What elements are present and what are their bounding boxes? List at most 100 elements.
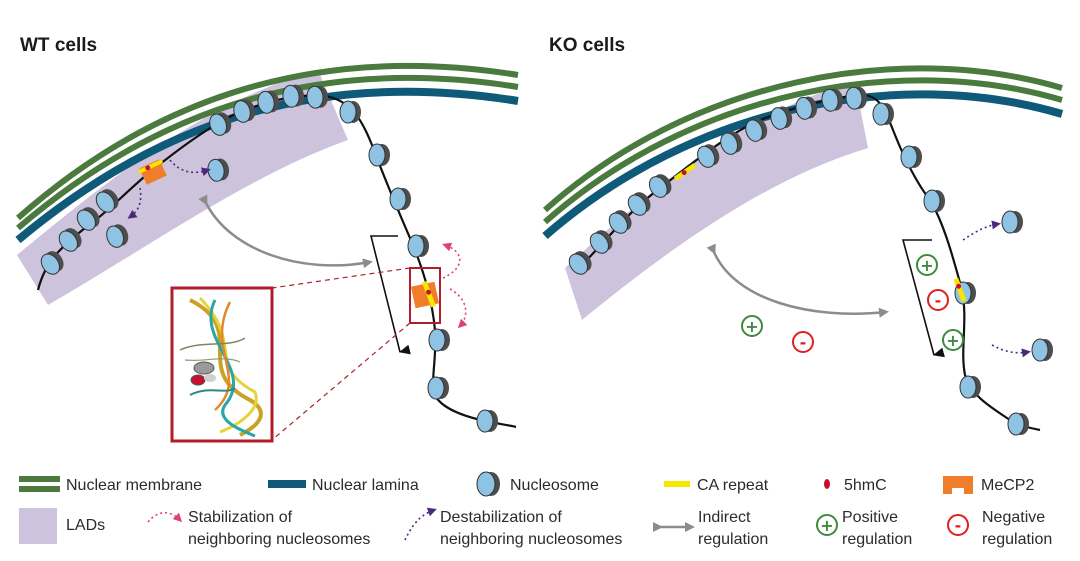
svg-text:Indirect: Indirect	[698, 509, 751, 526]
ko-destab-arrow-2	[991, 344, 1031, 358]
ko-indirect-regulation-arrow	[706, 243, 889, 318]
ko-positive-sign-3: +	[741, 315, 763, 337]
wt-destab-arrow-2	[127, 187, 142, 219]
nucleosome	[795, 96, 818, 120]
svg-text:Stabilization of: Stabilization of	[188, 509, 293, 526]
nucleosome	[697, 144, 720, 168]
svg-text:regulation: regulation	[842, 531, 912, 548]
wt-structure-inset	[170, 286, 274, 443]
nucleosome	[233, 99, 256, 123]
wt-callout-line-bottom	[271, 322, 411, 441]
nucleosome	[923, 189, 945, 213]
ko-panel-title: KO cells	[549, 35, 625, 56]
nucleosome	[770, 106, 793, 130]
wt-stab-arrow-2	[449, 288, 468, 329]
nucleosome	[76, 207, 100, 231]
nucleosome	[608, 210, 632, 234]
legend-destabilization: Destabilization of neighboring nucleosom…	[404, 507, 622, 548]
ko-ca-repeat-strand	[953, 277, 967, 303]
nucleosome	[282, 84, 305, 108]
wt-highlight-box	[409, 267, 441, 324]
nucleosome	[389, 187, 411, 211]
ko-membrane-outer	[542, 65, 1063, 213]
legend-5hmc: 5hmC	[824, 477, 887, 494]
svg-text:Negative: Negative	[982, 509, 1045, 526]
ko-positive-sign-1: +	[916, 254, 938, 276]
wt-stab-arrow-1	[442, 242, 461, 279]
ko-positive-sign-2: +	[942, 329, 964, 351]
wt-lad-band	[17, 70, 348, 305]
wt-bracket-arrow	[369, 235, 411, 355]
nucleosome	[627, 192, 651, 216]
svg-text:Destabilization of: Destabilization of	[440, 509, 562, 526]
svg-text:Positive: Positive	[842, 509, 898, 526]
wt-membrane-inner	[16, 74, 519, 231]
nucleosome	[648, 174, 672, 198]
svg-text:5hmC: 5hmC	[844, 477, 887, 494]
wt-panel-title: WT cells	[20, 35, 97, 56]
svg-text:neighboring nucleosomes: neighboring nucleosomes	[188, 531, 370, 548]
wt-destab-arrow-1	[169, 159, 211, 177]
nucleosome	[589, 230, 613, 254]
svg-text:+: +	[820, 516, 833, 535]
nucleosome	[1031, 338, 1053, 362]
nucleosome	[427, 376, 449, 400]
nucleosome	[368, 143, 390, 167]
wt-nucleosomes	[40, 84, 498, 433]
nucleosome	[106, 224, 129, 248]
nucleosome	[745, 118, 768, 142]
nucleosome	[821, 88, 844, 112]
ko-membrane-inner	[543, 77, 1063, 225]
wt-membrane-outer	[16, 62, 519, 221]
wt-mecp2-strand	[410, 280, 440, 309]
legend-stabilization: Stabilization of neighboring nucleosomes	[147, 509, 370, 548]
svg-text:regulation: regulation	[982, 531, 1052, 548]
wt-mecp2-lad	[137, 159, 167, 185]
legend-mecp2: MeCP2	[943, 476, 1034, 494]
nucleosome	[40, 251, 64, 275]
ko-lad-band	[565, 82, 868, 320]
ko-bracket-arrow	[901, 239, 945, 358]
nucleosome	[872, 102, 894, 126]
svg-text:LADs: LADs	[66, 517, 105, 534]
svg-text:+: +	[946, 331, 959, 350]
wt-panel: WT cells	[15, 35, 519, 443]
legend-positive: + Positive regulation	[816, 509, 912, 548]
svg-text:-: -	[800, 333, 807, 352]
svg-text:neighboring nucleosomes: neighboring nucleosomes	[440, 531, 622, 548]
svg-text:MeCP2: MeCP2	[981, 477, 1034, 494]
svg-text:+: +	[745, 317, 758, 336]
nucleosome	[58, 228, 82, 252]
nucleosome	[568, 251, 592, 275]
svg-text:-: -	[955, 516, 962, 535]
legend-nucleosome: Nucleosome	[476, 471, 599, 497]
nucleosome	[1001, 210, 1023, 234]
svg-text:Nuclear lamina: Nuclear lamina	[312, 477, 419, 494]
legend-negative: - Negative regulation	[947, 509, 1052, 548]
nucleosome	[959, 375, 981, 399]
legend-ca-repeat: CA repeat	[664, 477, 769, 494]
nucleosome	[207, 158, 230, 182]
nucleosome	[845, 86, 868, 110]
nucleosome	[900, 145, 922, 169]
nucleosome	[1007, 412, 1029, 436]
wt-callout-line-top	[271, 267, 411, 289]
svg-text:Nuclear membrane: Nuclear membrane	[66, 477, 202, 494]
nucleosome	[720, 131, 743, 155]
legend-lads: LADs	[19, 508, 105, 544]
legend-indirect: Indirect regulation	[653, 509, 768, 548]
ko-ca-repeat-lad	[673, 163, 697, 181]
svg-text:CA repeat: CA repeat	[697, 477, 769, 494]
svg-text:+: +	[920, 256, 933, 275]
nucleosome	[476, 409, 498, 433]
nucleosome	[306, 85, 329, 109]
legend: Nuclear membrane Nuclear lamina Nucleoso…	[19, 471, 1052, 548]
ko-negative-sign-1: -	[927, 289, 949, 311]
ko-nucleosomes	[568, 86, 1053, 436]
legend-lamina: Nuclear lamina	[268, 477, 419, 494]
wt-lamina	[15, 87, 519, 244]
legend-membrane: Nuclear membrane	[19, 476, 202, 494]
svg-text:-: -	[935, 291, 942, 310]
nucleosome	[339, 100, 361, 124]
svg-text:regulation: regulation	[698, 531, 768, 548]
